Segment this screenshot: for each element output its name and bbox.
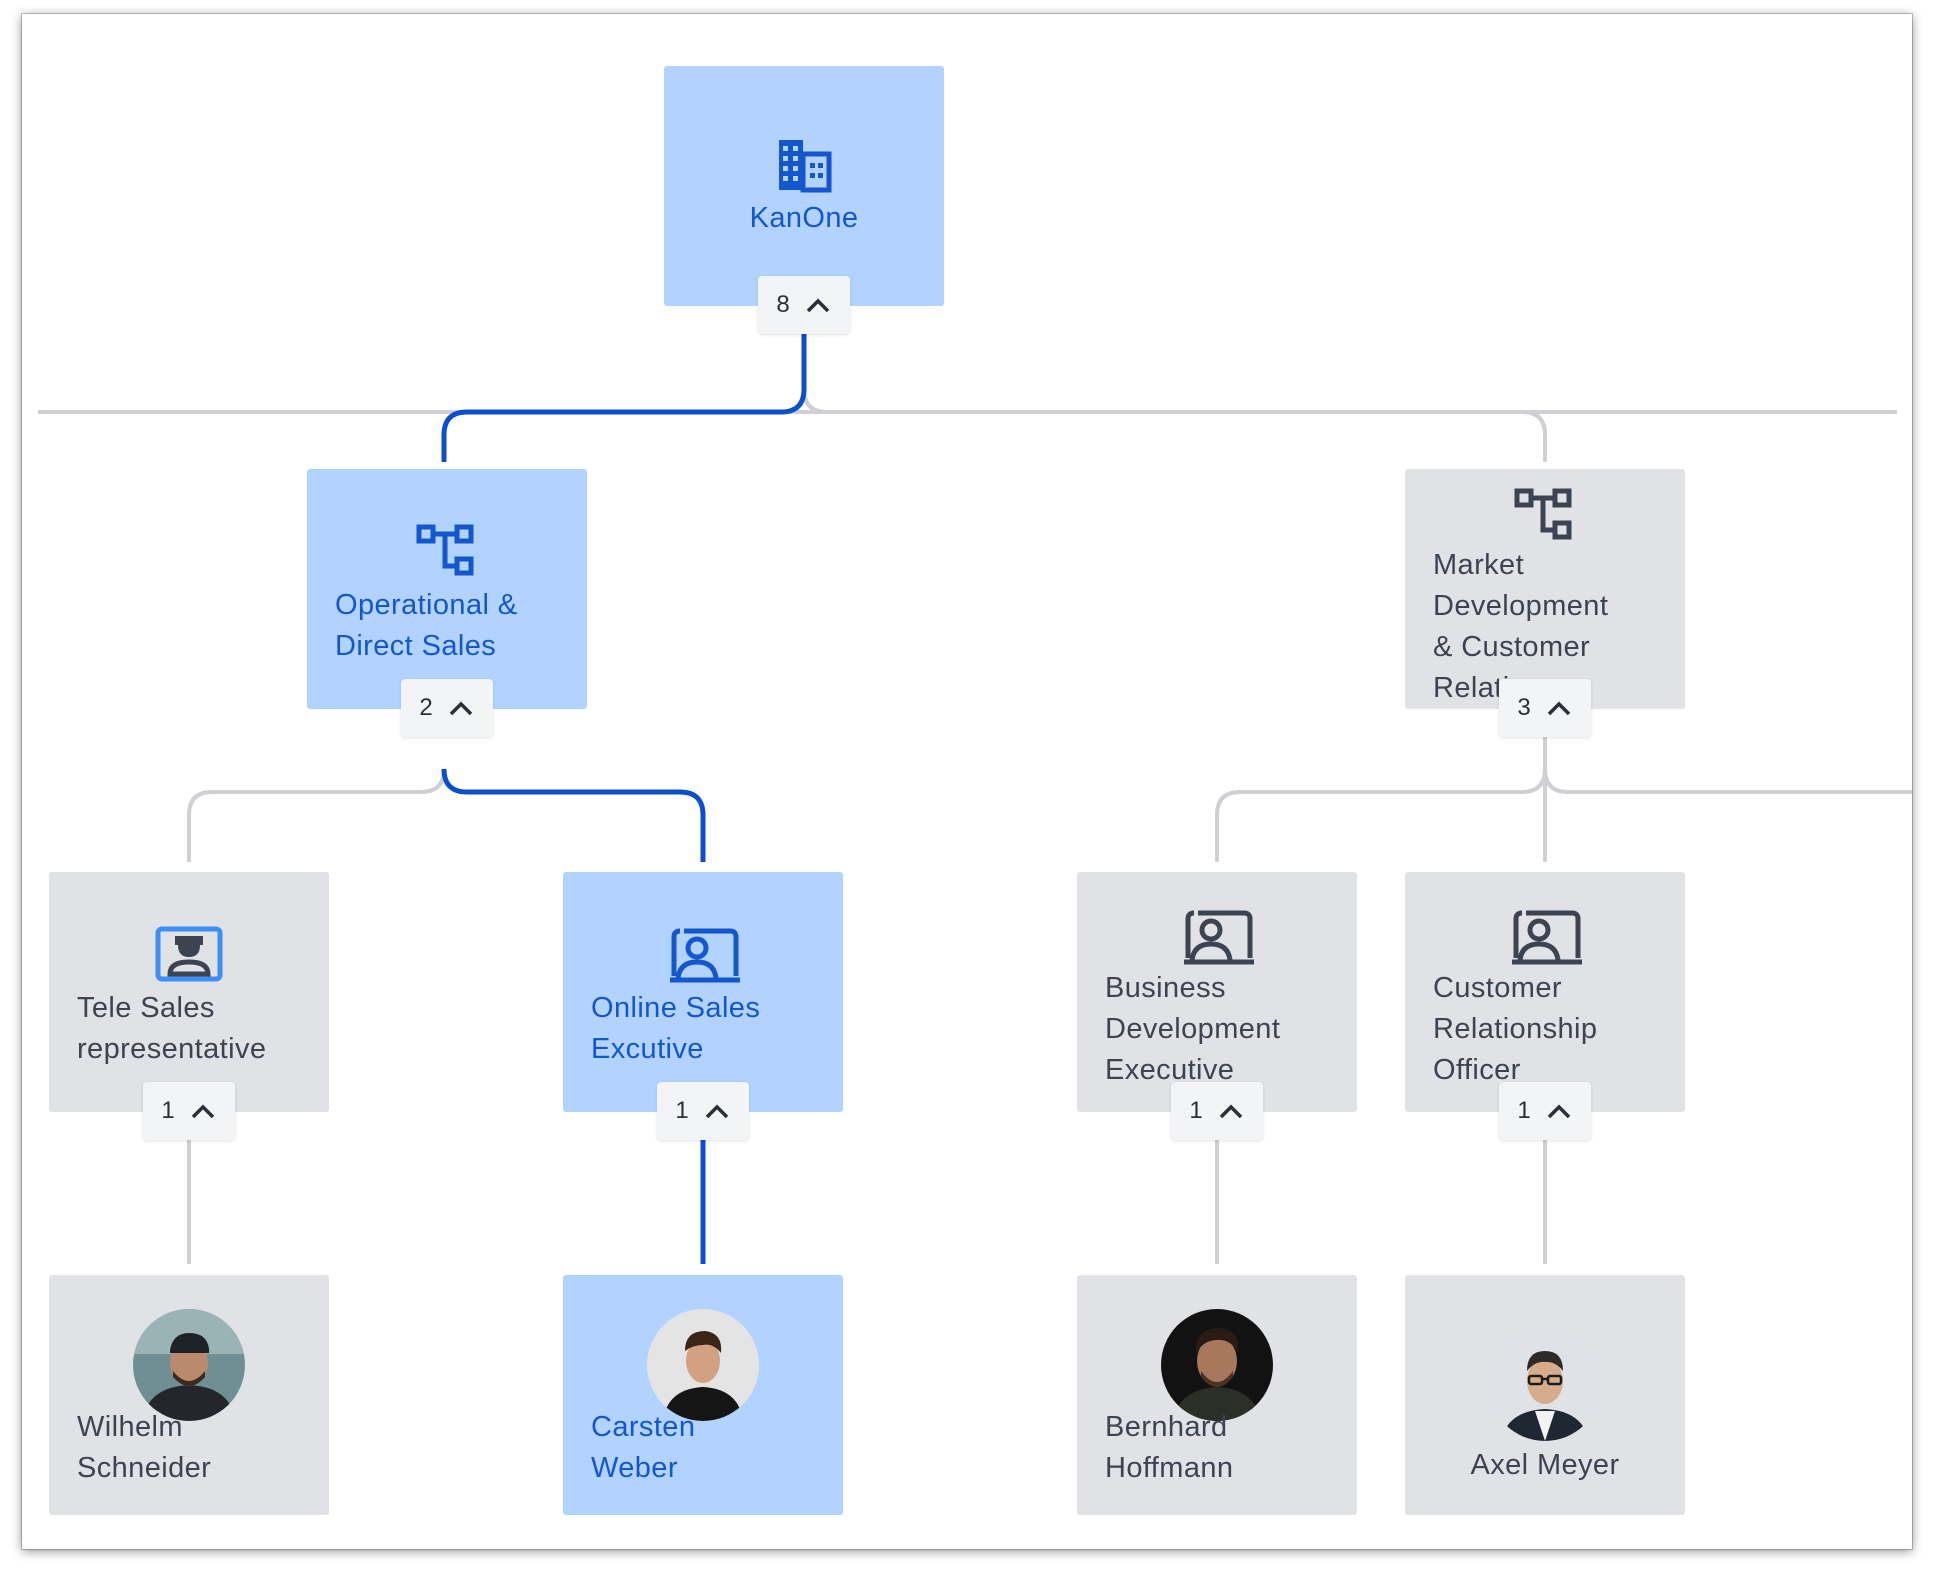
child-count: 1 [1517,1097,1531,1124]
agent-badge-icon [155,926,223,982]
connector-root-to-ops-active [441,330,807,462]
child-count: 8 [776,291,790,318]
connector-market-offscreen [1543,768,1912,794]
avatar [647,1309,759,1421]
node-axel-meyer-label: Axel Meyer [1470,1449,1620,1481]
chevron-up-icon [191,1104,214,1119]
node-kanone-label: KanOne [749,202,859,234]
expand-toggle-customer-relationship[interactable]: 1 [1499,1082,1591,1140]
chevron-up-icon [449,701,472,716]
node-tele-sales[interactable]: Tele Sales representative 1 [49,872,329,1140]
child-count: 1 [1189,1097,1203,1124]
person-card-icon [670,928,740,983]
chevron-up-icon [705,1104,728,1119]
expand-toggle-market-development[interactable]: 3 [1499,679,1591,737]
node-customer-relationship[interactable]: Customer Relationship Officer 1 [1405,872,1685,1140]
connector-lines [38,330,1912,1264]
node-carsten-weber-label: Carsten Weber [591,1411,696,1484]
chevron-up-icon [806,298,829,313]
connector-ops-to-tele [187,768,446,862]
node-online-sales-label: Online Sales Excutive [591,992,761,1065]
child-count: 2 [419,694,433,721]
node-market-development[interactable]: Market Development & Customer Relation 3 [1405,469,1685,737]
expand-toggle-business-development[interactable]: 1 [1171,1082,1263,1140]
org-structure-icon [1514,488,1572,540]
node-bernhard-hoffmann-label: Bernhard Hoffmann [1105,1411,1234,1484]
chevron-up-icon [1547,701,1570,716]
connector-market-to-bizdev [1215,729,1547,862]
node-axel-meyer[interactable]: Axel Meyer [1405,1275,1685,1515]
node-business-development[interactable]: Business Development Executive 1 [1077,872,1357,1140]
person-card-icon [1512,910,1582,965]
expand-toggle-tele-sales[interactable]: 1 [143,1082,235,1140]
expand-toggle-operational-direct-sales[interactable]: 2 [401,679,493,737]
node-online-sales[interactable]: Online Sales Excutive 1 [563,872,843,1140]
child-count: 1 [675,1097,689,1124]
node-wilhelm-schneider[interactable]: Wilhelm Schneider [49,1275,329,1515]
node-kanone[interactable]: KanOne 8 [664,66,944,334]
node-operational-direct-sales[interactable]: Operational & Direct Sales 2 [307,469,587,737]
node-business-development-label: Business Development Executive [1105,972,1281,1086]
building-icon [779,140,832,193]
avatar [1489,1329,1601,1441]
child-count: 1 [161,1097,175,1124]
connector-ops-to-online-active [441,768,706,862]
node-wilhelm-schneider-label: Wilhelm Schneider [77,1411,212,1484]
node-operational-direct-sales-label: Operational & Direct Sales [335,589,518,662]
node-market-development-label: Market Development & Customer Relation [1433,549,1609,704]
expand-toggle-online-sales[interactable]: 1 [657,1082,749,1140]
connector-root-to-market [802,330,1547,462]
node-bernhard-hoffmann[interactable]: Bernhard Hoffmann [1077,1275,1357,1515]
node-tele-sales-label: Tele Sales representative [77,992,267,1065]
node-carsten-weber[interactable]: Carsten Weber [563,1275,843,1515]
child-count: 3 [1517,694,1531,721]
node-customer-relationship-label: Customer Relationship Officer [1433,972,1598,1086]
avatar [1161,1309,1273,1421]
chevron-up-icon [1547,1104,1570,1119]
person-card-icon [1184,910,1254,965]
org-chart-canvas: KanOne 8 Operational & Direct Sales 2 [22,14,1912,1549]
chevron-up-icon [1219,1104,1242,1119]
avatar [133,1309,245,1421]
expand-toggle-kanone[interactable]: 8 [758,276,850,334]
org-structure-icon [416,524,474,576]
